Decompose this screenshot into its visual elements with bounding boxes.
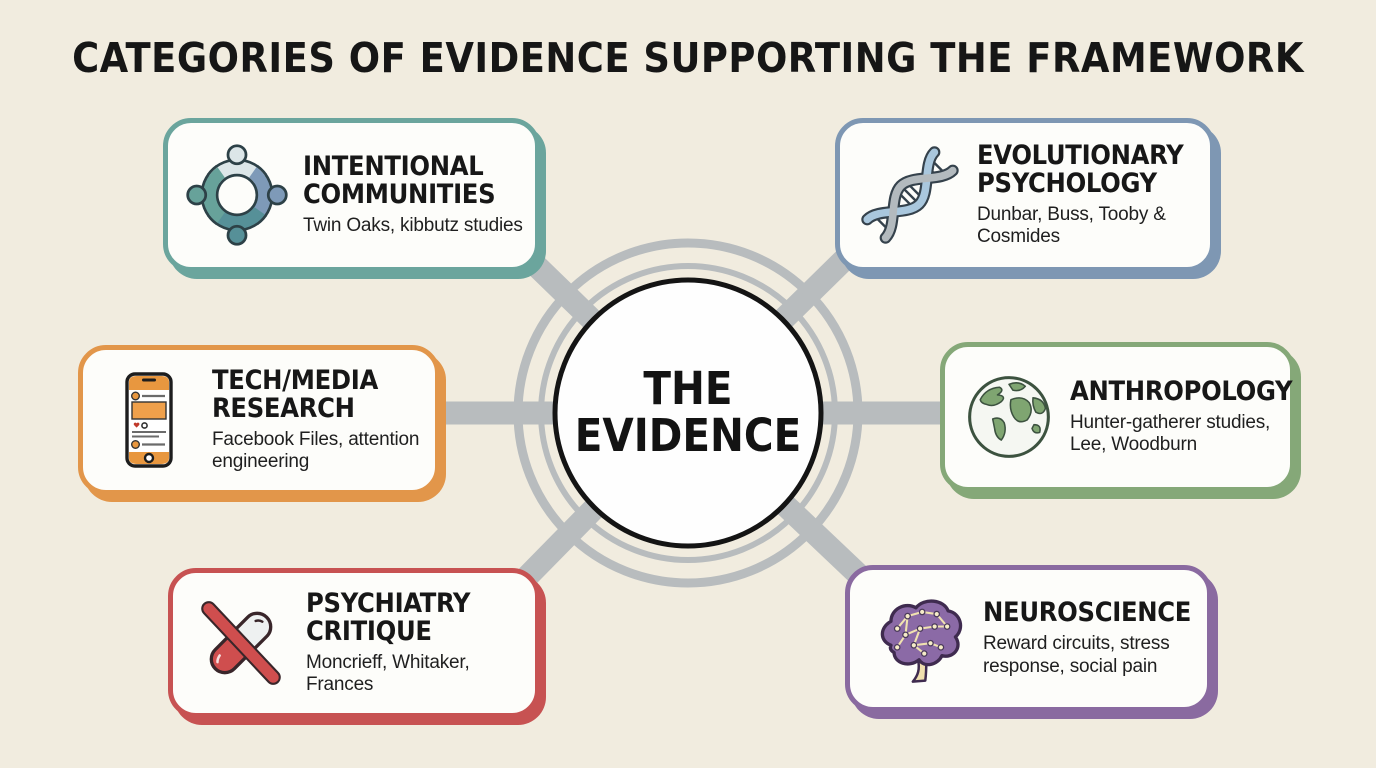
page-title: CATEGORIES OF EVIDENCE SUPPORTING THE FR… — [72, 34, 1304, 82]
central-hub-label: THE EVIDENCE — [548, 273, 828, 553]
category-subtitle: Twin Oaks, kibbutz studies — [303, 214, 523, 236]
category-heading: TECH/MEDIA RESEARCH — [212, 364, 378, 424]
category-box-neuroscience: NEUROSCIENCE Reward circuits, stress res… — [845, 565, 1212, 712]
category-heading: PSYCHIATRY CRITIQUE — [306, 587, 471, 647]
category-box-tech-media-research: TECH/MEDIA RESEARCH Facebook Files, atte… — [78, 345, 440, 495]
category-heading: ANTHROPOLOGY — [1070, 375, 1293, 407]
hub-line-2: EVIDENCE — [574, 409, 802, 462]
category-heading: INTENTIONAL COMMUNITIES — [303, 150, 496, 210]
category-subtitle: Moncrieff, Whitaker, Frances — [306, 651, 470, 696]
pill-crossed-icon — [189, 589, 293, 697]
category-box-intentional-communities: INTENTIONAL COMMUNITIES Twin Oaks, kibbu… — [163, 118, 540, 272]
category-box-evolutionary-psychology: EVOLUTIONARY PSYCHOLOGY Dunbar, Buss, To… — [835, 118, 1215, 272]
category-heading: NEUROSCIENCE — [983, 597, 1192, 629]
globe-icon — [961, 367, 1057, 467]
people-circle-icon — [184, 139, 290, 251]
category-subtitle: Facebook Files, attention engineering — [212, 428, 420, 473]
dna-helix-icon — [856, 139, 964, 251]
hub-line-1: THE — [643, 362, 733, 416]
smartphone-feed-icon — [99, 362, 199, 478]
category-subtitle: Reward circuits, stress response, social… — [983, 633, 1170, 677]
category-heading: EVOLUTIONARY PSYCHOLOGY — [977, 139, 1184, 199]
category-box-anthropology: ANTHROPOLOGY Hunter-gatherer studies, Le… — [940, 342, 1295, 492]
category-subtitle: Dunbar, Buss, Tooby & Cosmides — [977, 203, 1166, 248]
brain-circuit-icon — [866, 587, 970, 691]
category-subtitle: Hunter-gatherer studies, Lee, Woodburn — [1070, 411, 1271, 456]
category-box-psychiatry-critique: PSYCHIATRY CRITIQUE Moncrieff, Whitaker,… — [168, 568, 540, 718]
